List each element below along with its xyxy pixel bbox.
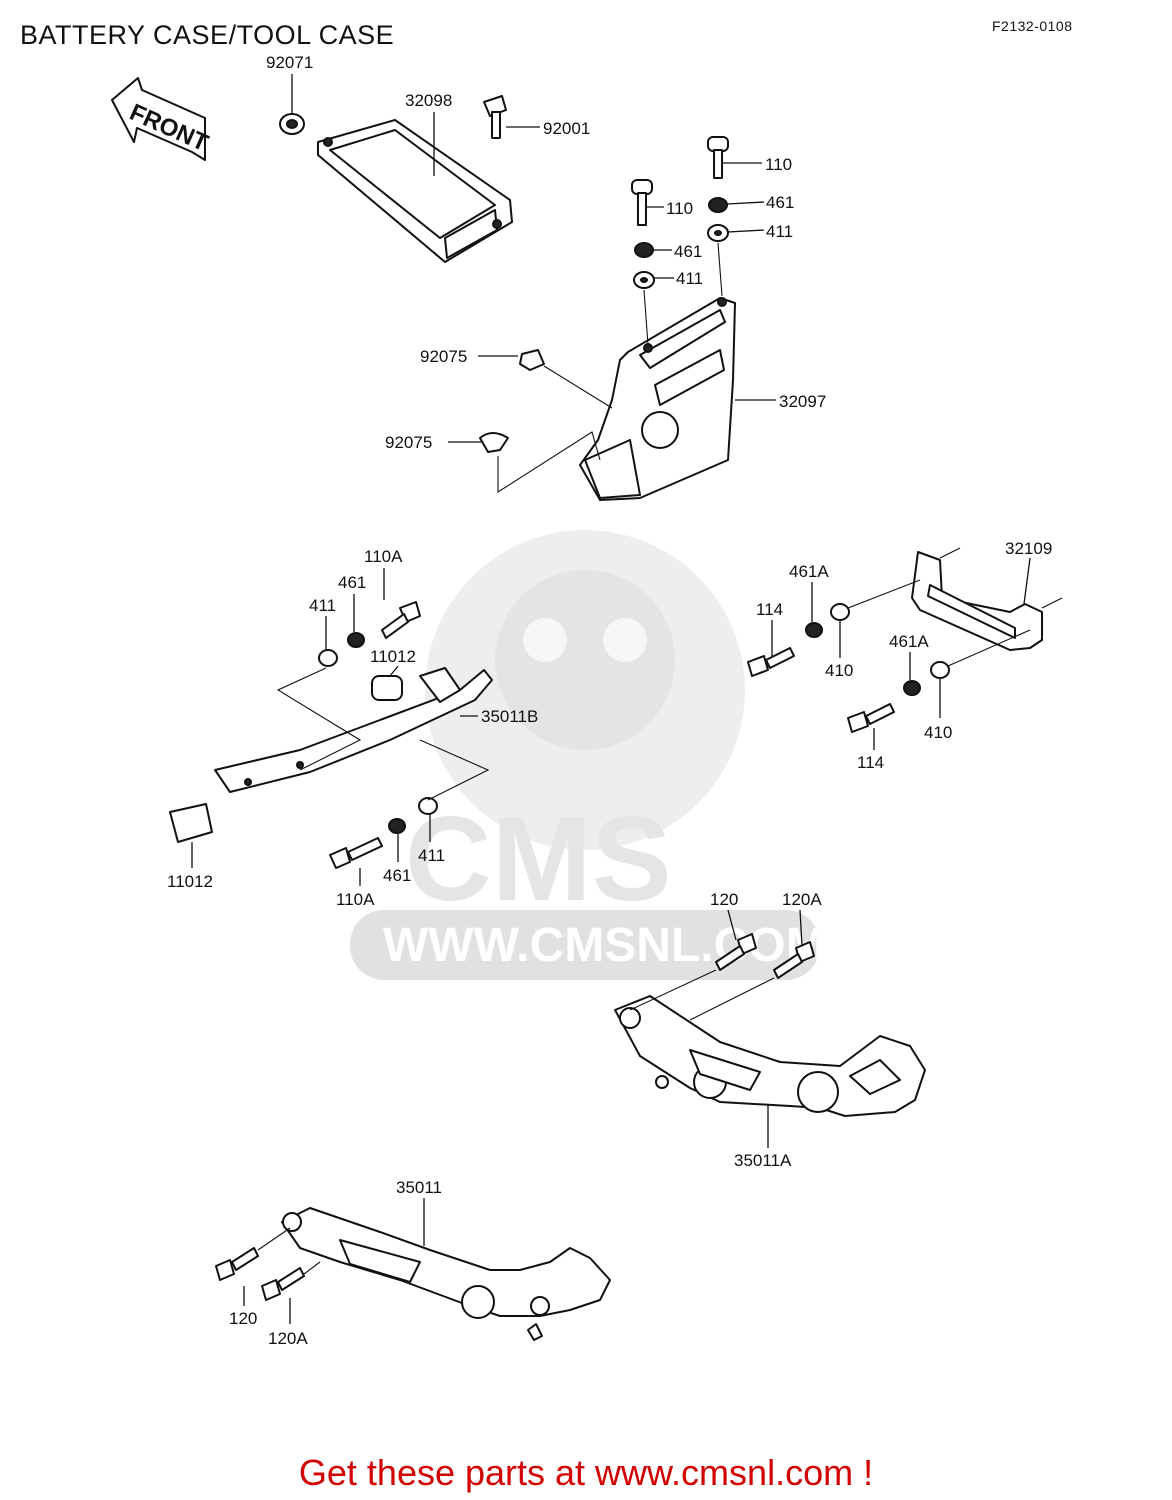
bracket-32109 bbox=[911, 551, 1043, 651]
washer-461-lower bbox=[634, 242, 654, 258]
label-114-upper: 114 bbox=[756, 600, 783, 619]
label-410-upper: 410 bbox=[825, 661, 853, 680]
label-461-upper: 461 bbox=[766, 193, 794, 212]
label-35011A: 35011A bbox=[734, 1151, 792, 1170]
label-120-lower: 120 bbox=[229, 1309, 257, 1328]
collar-11012-upper bbox=[371, 675, 403, 701]
bracket-35011A bbox=[614, 995, 926, 1117]
label-461A-lower: 461A bbox=[889, 632, 929, 651]
label-92075-upper: 92075 bbox=[420, 347, 467, 366]
washer-411-upper bbox=[707, 224, 729, 242]
footer-cmsnl-link[interactable]: Get these parts at www.cmsnl.com ! bbox=[298, 1452, 874, 1493]
washer-461-left-lower bbox=[388, 818, 406, 834]
bolt-92001 bbox=[483, 95, 507, 139]
label-35011: 35011 bbox=[396, 1178, 442, 1197]
label-411-left-lower: 411 bbox=[418, 846, 445, 865]
cms-watermark: CMS WWW.CMSNL.COM bbox=[350, 530, 826, 980]
tool-case-32098 bbox=[317, 119, 513, 263]
washer-410-lower bbox=[930, 661, 950, 679]
strap-35011B bbox=[214, 667, 493, 793]
washer-410-upper bbox=[830, 603, 850, 621]
bracket-35011 bbox=[281, 1207, 611, 1341]
label-110-lower: 110 bbox=[666, 199, 693, 218]
assembly-lines bbox=[257, 242, 1063, 1275]
drawing-code: F2132-0108 bbox=[992, 18, 1073, 34]
watermark-brand: CMS bbox=[405, 792, 672, 926]
label-92001: 92001 bbox=[543, 119, 590, 138]
washer-411-left-upper bbox=[318, 649, 338, 667]
label-110-upper: 110 bbox=[765, 155, 792, 174]
label-11012-upper: 11012 bbox=[370, 647, 416, 666]
label-411-upper: 411 bbox=[766, 222, 793, 241]
washer-461A-upper bbox=[805, 622, 823, 638]
label-461-left-lower: 461 bbox=[383, 866, 411, 885]
label-32097: 32097 bbox=[779, 392, 826, 411]
label-110A-upper: 110A bbox=[364, 547, 403, 566]
label-411-lower: 411 bbox=[676, 269, 703, 288]
washer-461-left-upper bbox=[347, 632, 365, 648]
bolt-110A-lower bbox=[329, 837, 383, 869]
label-32098: 32098 bbox=[405, 91, 452, 110]
washer-411-left-lower bbox=[418, 797, 438, 815]
front-arrow-icon bbox=[111, 77, 206, 161]
bolt-114-upper bbox=[747, 647, 795, 677]
label-410-lower: 410 bbox=[924, 723, 952, 742]
part-labels: 92071 32098 92001 110 110 461 411 461 41… bbox=[167, 53, 1052, 1348]
bolt-120-lower bbox=[215, 1247, 259, 1281]
bolt-120A-upper bbox=[773, 941, 815, 979]
bolt-114-lower bbox=[847, 703, 895, 733]
label-411-left-upper: 411 bbox=[309, 596, 336, 615]
label-110A-lower: 110A bbox=[336, 890, 375, 909]
label-92071: 92071 bbox=[266, 53, 313, 72]
bolt-110A-upper bbox=[381, 601, 421, 639]
grommet-92071 bbox=[279, 113, 305, 135]
leader-lines bbox=[191, 74, 1031, 1324]
bolt-120-upper bbox=[715, 933, 757, 971]
label-92075-lower: 92075 bbox=[385, 433, 432, 452]
watermark-url-bar bbox=[350, 910, 820, 980]
label-35011B: 35011B bbox=[481, 707, 538, 726]
washer-461A-lower bbox=[903, 680, 921, 696]
label-32109: 32109 bbox=[1005, 539, 1052, 558]
collar-11012-lower bbox=[169, 803, 213, 843]
damper-92075-lower bbox=[479, 432, 509, 453]
bolt-110-upper bbox=[707, 136, 729, 179]
damper-92075-upper bbox=[519, 349, 545, 371]
battery-case-32097 bbox=[579, 297, 736, 501]
label-11012-lower: 11012 bbox=[167, 872, 213, 891]
label-120A-lower: 120A bbox=[268, 1329, 308, 1348]
watermark-url: WWW.CMSNL.COM bbox=[383, 919, 826, 972]
label-461-left-upper: 461 bbox=[338, 573, 366, 592]
label-461A-upper: 461A bbox=[789, 562, 829, 581]
page-title: BATTERY CASE/TOOL CASE bbox=[20, 20, 395, 50]
label-120A-upper: 120A bbox=[782, 890, 822, 909]
parts-diagram: CMS WWW.CMSNL.COM FRONT bbox=[111, 53, 1063, 1348]
label-114-lower: 114 bbox=[857, 753, 884, 772]
washer-461-upper bbox=[708, 197, 728, 213]
bolt-120A-lower bbox=[261, 1267, 305, 1301]
washer-411-lower bbox=[633, 271, 655, 289]
front-arrow: FRONT bbox=[111, 77, 212, 161]
label-461-lower: 461 bbox=[674, 242, 702, 261]
label-120-upper: 120 bbox=[710, 890, 738, 909]
bolt-110-lower bbox=[631, 179, 653, 226]
